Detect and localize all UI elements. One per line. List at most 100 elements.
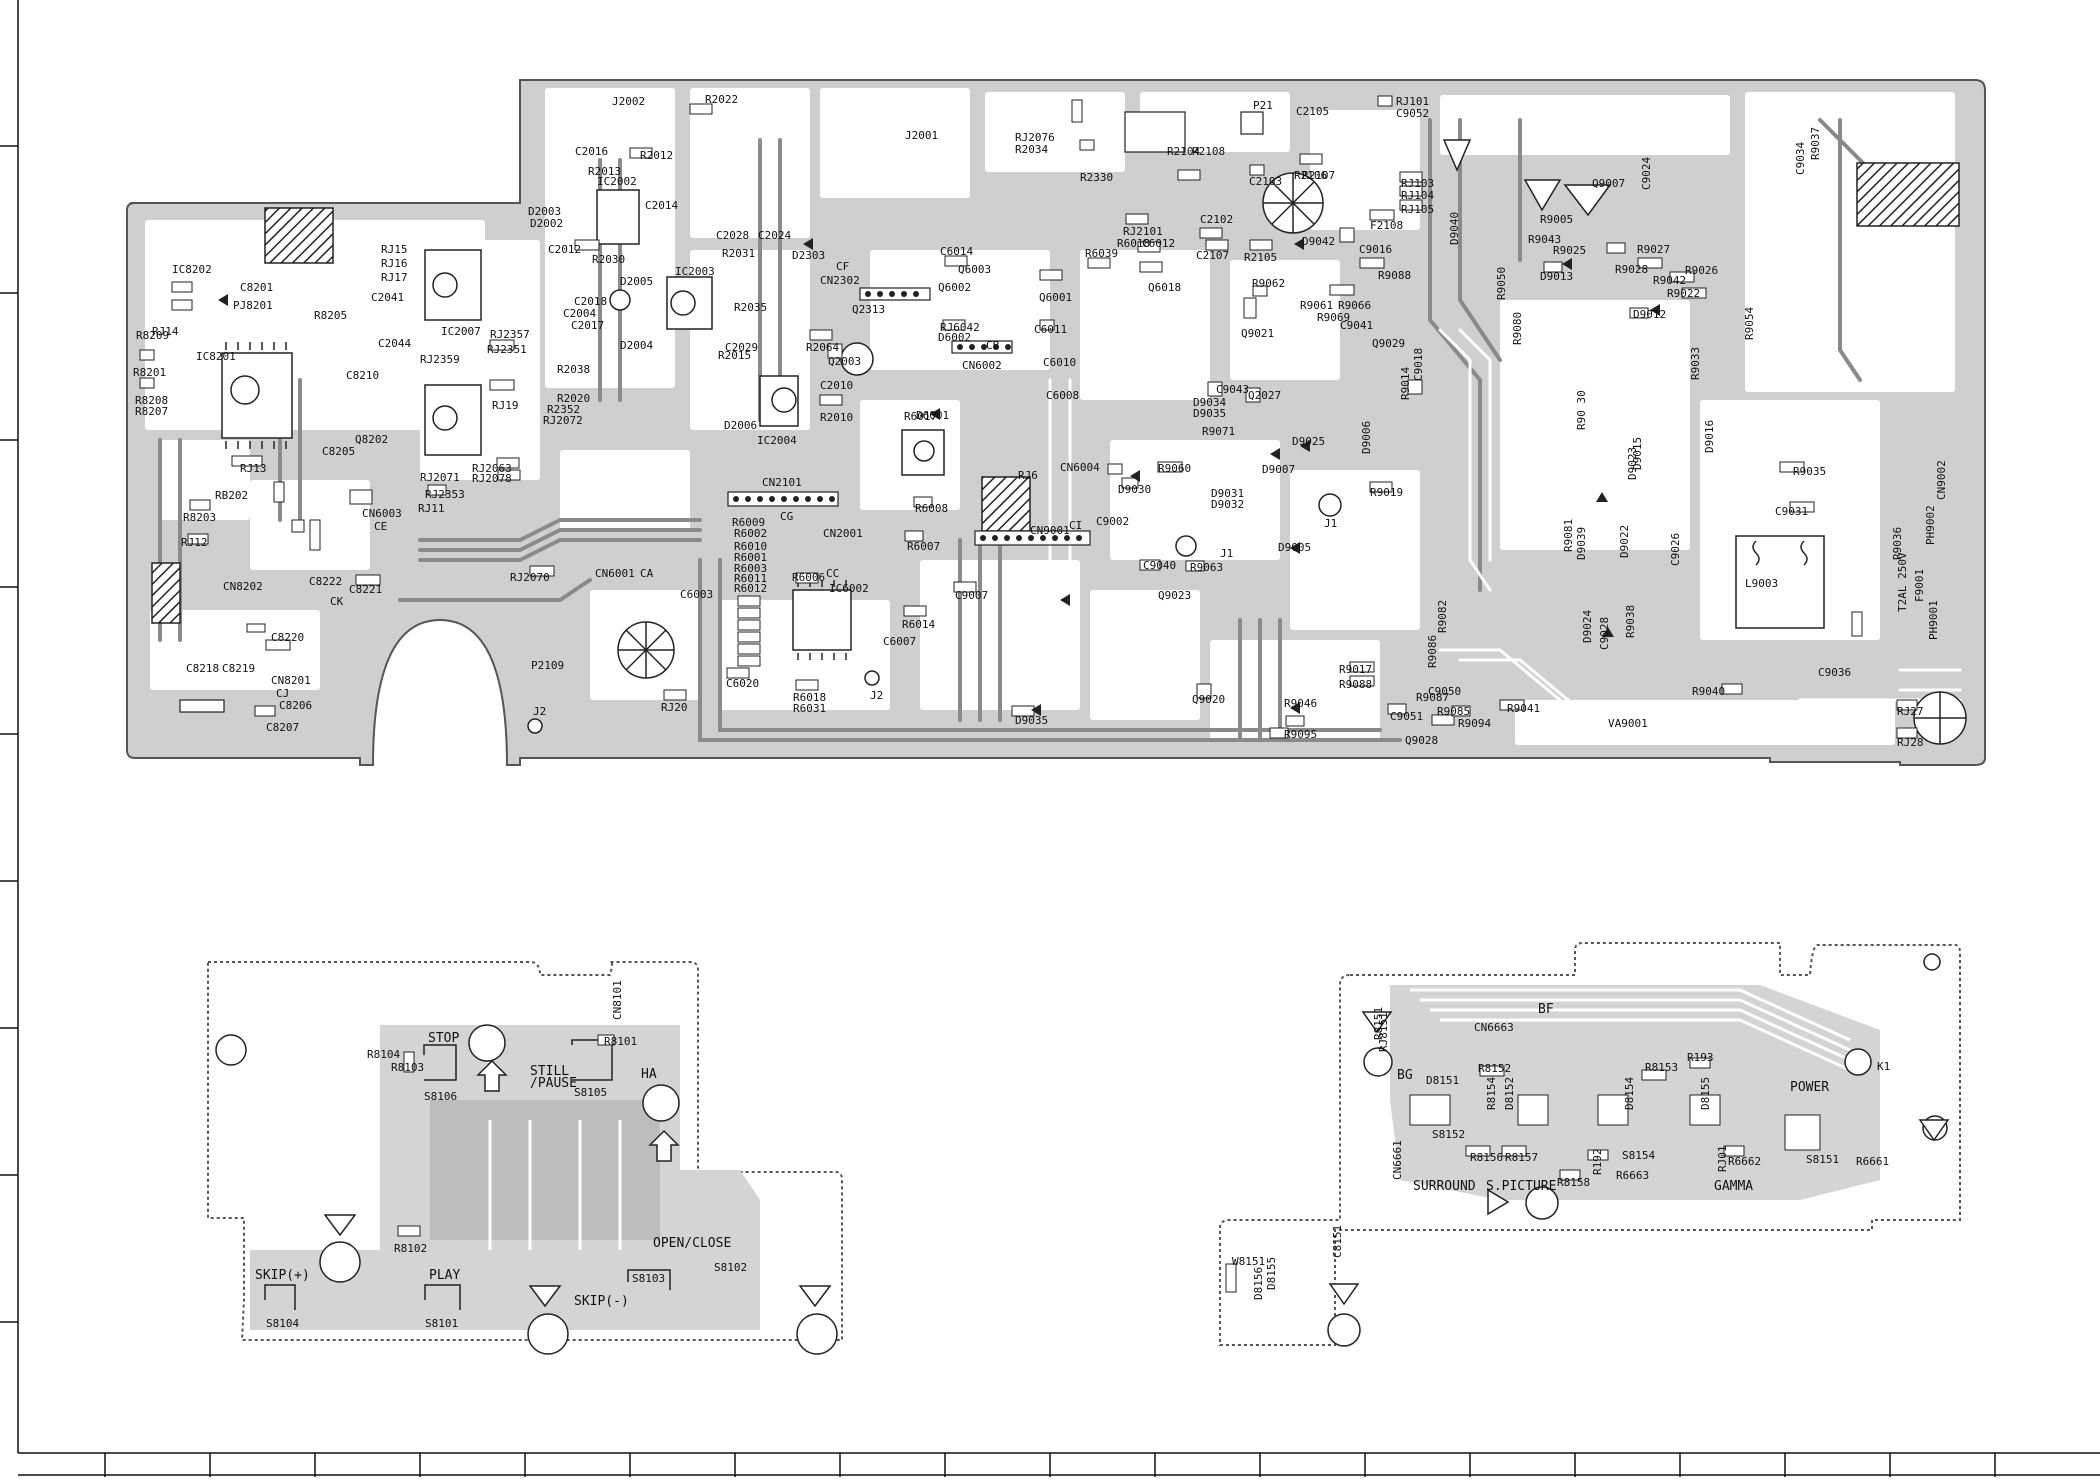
arrow-down-icon xyxy=(528,1285,562,1308)
component-label-vertical: D9040 xyxy=(1448,211,1461,245)
component-label: R6663 xyxy=(1616,1169,1650,1182)
component-label: CN2101 xyxy=(762,476,802,489)
component-label: C9031 xyxy=(1775,505,1809,518)
component-label: CN2302 xyxy=(820,274,860,287)
component-label: R8201 xyxy=(133,366,167,379)
component-label-vertical: R9081 xyxy=(1562,518,1575,552)
component-label: R8157 xyxy=(1505,1151,1539,1164)
component-label: R8209 xyxy=(136,329,170,342)
component-label: C9002 xyxy=(1096,515,1130,528)
component-label: CJ xyxy=(276,687,290,700)
component-label-vertical: D9022 xyxy=(1618,524,1631,558)
component-label: R9027 xyxy=(1637,243,1671,256)
component-label: CN9001 xyxy=(1030,524,1070,537)
component-label: Q2313 xyxy=(852,303,886,316)
component-label: CN6002 xyxy=(962,359,1002,372)
component-label: D2005 xyxy=(620,275,654,288)
component-label: P21 xyxy=(1253,99,1273,112)
component-label: R2010 xyxy=(820,411,854,424)
component-label-vertical: D9006 xyxy=(1360,420,1373,454)
component-label: R9025 xyxy=(1553,244,1587,257)
component-label: C2010 xyxy=(820,379,854,392)
component-label: RJ105 xyxy=(1401,203,1435,216)
component-label: C8219 xyxy=(222,662,256,675)
component-label: IC2004 xyxy=(757,434,797,447)
component-label: CK xyxy=(330,595,344,608)
component-label: R8208 xyxy=(135,394,169,407)
component-label: R6018 xyxy=(793,691,827,704)
component-label-vertical: RJ8151 xyxy=(1377,1012,1390,1052)
component-label: R6017 xyxy=(904,410,938,423)
component-label: C2041 xyxy=(371,291,405,304)
component-label: C9041 xyxy=(1340,319,1374,332)
component-label: Q6018 xyxy=(1148,281,1182,294)
component-label: R9085 xyxy=(1437,705,1471,718)
component-label: C8210 xyxy=(346,369,380,382)
component-label-vertical: F9001 xyxy=(1913,568,1926,602)
component-label: CN6004 xyxy=(1060,461,1100,474)
component-label: D2006 xyxy=(724,419,758,432)
arrow-down-icon xyxy=(1918,1119,1950,1142)
component-label: C9051 xyxy=(1390,710,1424,723)
component-label-vertical: R9038 xyxy=(1624,604,1637,638)
component-label: C8201 xyxy=(240,281,274,294)
component-label-vertical: D8155 xyxy=(1699,1076,1712,1110)
component-label: C9036 xyxy=(1818,666,1852,679)
component-label: D9030 xyxy=(1118,483,1152,496)
component-label: Q9028 xyxy=(1405,734,1439,747)
component-label: RJ2101 xyxy=(1123,225,1163,238)
component-label: CB xyxy=(986,339,1000,352)
component-label: R8102 xyxy=(394,1242,428,1255)
component-label: RJ103 xyxy=(1401,177,1435,190)
component-label: C8206 xyxy=(279,699,313,712)
component-label: K1 xyxy=(1877,1060,1891,1073)
component-label: R9017 xyxy=(1339,663,1373,676)
component-label: C2004 xyxy=(563,307,597,320)
component-label: J2 xyxy=(870,689,884,702)
component-label: CN2001 xyxy=(823,527,863,540)
component-label: C8205 xyxy=(322,445,356,458)
component-label: R6002 xyxy=(734,527,768,540)
component-label: J1 xyxy=(1324,517,1338,530)
component-label: RJ11 xyxy=(418,502,445,515)
arrow-down-icon xyxy=(1328,1283,1360,1306)
component-label-vertical: D9024 xyxy=(1581,609,1594,643)
arrow-up-icon xyxy=(476,1059,508,1092)
component-label: RJ6 xyxy=(1018,469,1038,482)
component-label: D8151 xyxy=(1426,1074,1460,1087)
component-label: R9087 xyxy=(1416,691,1450,704)
component-label: D9005 xyxy=(1278,541,1312,554)
component-label-vertical: R9054 xyxy=(1743,306,1756,340)
component-label-vertical: T2AL 250V xyxy=(1896,552,1909,612)
component-label: C6008 xyxy=(1046,389,1080,402)
main-board xyxy=(126,79,1986,766)
component-label: W8151 xyxy=(1232,1255,1266,1268)
component-label: R8203 xyxy=(183,511,217,524)
component-label-vertical: C9024 xyxy=(1640,156,1653,190)
component-label: L9003 xyxy=(1745,577,1779,590)
component-label: R6006 xyxy=(792,571,826,584)
component-label: R9005 xyxy=(1540,213,1574,226)
component-label: R9069 xyxy=(1317,311,1351,324)
component-label: RJ2071 xyxy=(420,471,460,484)
component-label-vertical: R9080 xyxy=(1511,311,1524,345)
component-label: C2103 xyxy=(1249,175,1283,188)
component-label: D9034 xyxy=(1193,396,1227,409)
component-label: RJ12 xyxy=(181,536,208,549)
component-label: R2030 xyxy=(592,253,626,266)
component-label: C2102 xyxy=(1200,213,1234,226)
ic-chip xyxy=(792,589,852,651)
component-label: Q9020 xyxy=(1192,693,1226,706)
component-label: R6003 xyxy=(734,562,768,575)
component-label: C2014 xyxy=(645,199,679,212)
component-label-vertical: CN9002 xyxy=(1935,460,1948,500)
component-label-vertical: R9014 xyxy=(1399,366,1412,400)
component-label: C6003 xyxy=(680,588,714,601)
component-label: C2029 xyxy=(725,341,759,354)
component-label: STOP xyxy=(428,1031,460,1046)
component-label: STILL xyxy=(530,1064,570,1079)
component-label: R9041 xyxy=(1507,702,1541,715)
component-label: D9007 xyxy=(1262,463,1296,476)
component-label: Q6003 xyxy=(958,263,992,276)
